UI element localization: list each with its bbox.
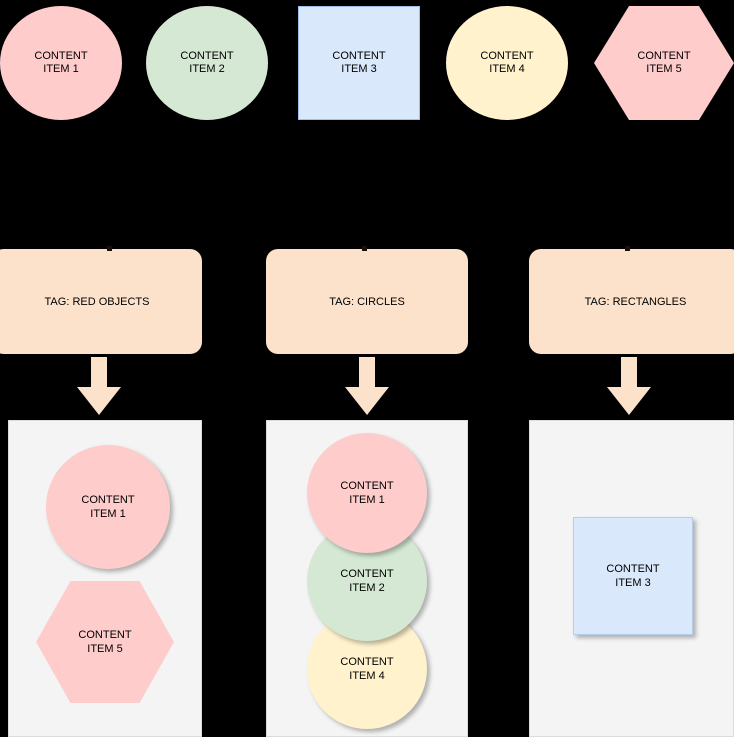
bucket-red-objects: CONTENT ITEM 1 CONTENT ITEM 5 [8,420,202,737]
arrow-stem [91,357,107,387]
tag-box-circles[interactable]: TAG: CIRCLES [266,246,468,354]
arrow-down-circles [345,357,389,415]
tag-box-red-objects-label: TAG: RED OBJECTS [44,295,150,308]
tag-connector-notch [362,246,367,251]
bucket-item-content-item-1[interactable]: CONTENT ITEM 1 [307,433,427,553]
source-item-2[interactable]: CONTENT ITEM 2 [146,6,268,120]
tag-box-red-objects[interactable]: TAG: RED OBJECTS [0,246,202,354]
bucket-item-label: CONTENT ITEM 5 [78,629,132,655]
source-item-3[interactable]: CONTENT ITEM 3 [298,6,420,120]
source-item-1[interactable]: CONTENT ITEM 1 [0,6,122,120]
bucket-item-content-item-3[interactable]: CONTENT ITEM 3 [573,517,693,635]
source-item-3-label: CONTENT ITEM 3 [332,50,386,75]
bucket-item-label: CONTENT ITEM 4 [340,656,394,682]
source-item-5-label: CONTENT ITEM 5 [637,50,691,75]
tag-connector-notch [107,246,112,251]
arrow-stem [621,357,637,387]
source-item-5[interactable]: CONTENT ITEM 5 [594,6,734,120]
arrow-down-rectangles [607,357,651,415]
bucket-item-label: CONTENT ITEM 2 [340,568,394,594]
source-item-1-label: CONTENT ITEM 1 [34,50,88,75]
tag-box-circles-label: TAG: CIRCLES [329,295,405,308]
source-item-4[interactable]: CONTENT ITEM 4 [446,6,568,120]
arrow-down-red-objects [77,357,121,415]
arrow-head-icon [77,387,121,415]
arrow-stem [359,357,375,387]
bucket-rectangles: CONTENT ITEM 3 [529,420,734,737]
bucket-circles: CONTENT ITEM 1 CONTENT ITEM 2 CONTENT IT… [266,420,468,737]
source-item-2-label: CONTENT ITEM 2 [180,50,234,75]
bucket-item-label: CONTENT ITEM 3 [606,563,660,589]
bucket-item-label: CONTENT ITEM 1 [340,480,394,506]
tag-box-rectangles-label: TAG: RECTANGLES [584,295,687,308]
tag-box-rectangles[interactable]: TAG: RECTANGLES [529,246,734,354]
bucket-item-content-item-1[interactable]: CONTENT ITEM 1 [46,445,170,569]
tag-connector-notch [625,246,630,251]
arrow-head-icon [607,387,651,415]
source-item-4-label: CONTENT ITEM 4 [480,50,534,75]
bucket-item-content-item-5[interactable]: CONTENT ITEM 5 [36,581,174,703]
arrow-head-icon [345,387,389,415]
bucket-item-label: CONTENT ITEM 1 [81,494,135,520]
